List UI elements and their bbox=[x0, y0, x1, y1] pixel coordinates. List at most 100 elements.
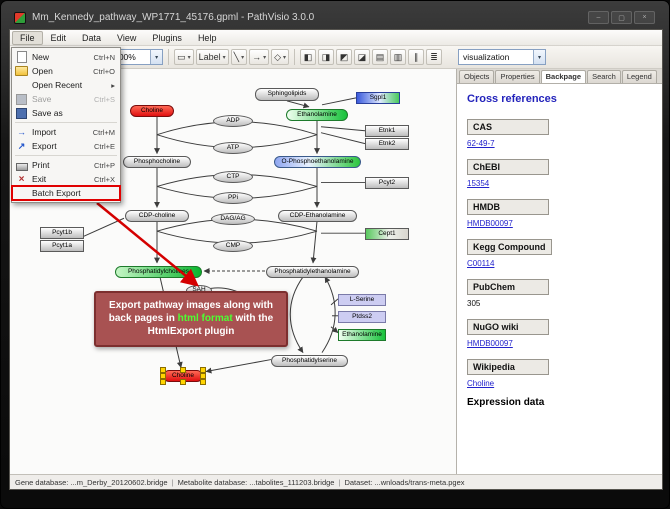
xref-value-link[interactable]: HMDB00097 bbox=[467, 339, 513, 348]
pathway-node-etnk1[interactable]: Etnk1 bbox=[365, 125, 409, 137]
tab-objects[interactable]: Objects bbox=[459, 70, 495, 83]
selection-handle[interactable] bbox=[160, 373, 166, 379]
close-button[interactable]: × bbox=[634, 11, 655, 24]
xref-value-link[interactable]: Choline bbox=[467, 379, 495, 388]
title-bar[interactable]: Mm_Kennedy_pathway_WP1771_45176.gpml - P… bbox=[9, 6, 663, 29]
tab-properties[interactable]: Properties bbox=[495, 70, 540, 83]
distribute-vertical-button[interactable]: ≣ bbox=[426, 49, 443, 65]
pathway-node-cmp[interactable]: CMP bbox=[213, 240, 253, 252]
menu-item-shortcut: Ctrl+S bbox=[93, 94, 115, 104]
pathway-node-phosphatidylethanolamine[interactable]: Phosphatidylethanolamine bbox=[266, 266, 359, 278]
menu-item-open-recent[interactable]: Open Recent▸ bbox=[12, 78, 120, 92]
shape-tool[interactable]: ◇▾ bbox=[271, 49, 290, 65]
pathway-node-phosphocholine[interactable]: Phosphocholine bbox=[123, 156, 191, 168]
menu-help[interactable]: Help bbox=[197, 32, 217, 43]
tab-legend[interactable]: Legend bbox=[621, 70, 657, 83]
xref-value-link[interactable]: C00114 bbox=[467, 259, 495, 268]
menu-item-batch-export[interactable]: Batch Export bbox=[11, 185, 121, 201]
pathway-node-cdp-ethanolamine[interactable]: CDP-Ethanolamine bbox=[278, 210, 357, 222]
zoom-dropdown-icon[interactable]: ▾ bbox=[150, 50, 163, 64]
status-segment: Dataset: ...wnloads/trans-meta.pgex bbox=[344, 477, 465, 487]
xref-value-link[interactable]: HMDB00097 bbox=[467, 219, 513, 228]
menu-file[interactable]: File bbox=[12, 30, 43, 45]
align-right-button[interactable]: ◨ bbox=[318, 49, 335, 65]
pathway-node-ppi[interactable]: PPi bbox=[213, 192, 253, 204]
selection-handle[interactable] bbox=[160, 379, 166, 385]
pathway-edge bbox=[205, 359, 272, 374]
selection-handle[interactable] bbox=[180, 379, 186, 385]
match-width-button[interactable]: ▤ bbox=[372, 49, 389, 65]
pathway-node-adp[interactable]: ADP bbox=[213, 115, 253, 127]
xref-value-link[interactable]: 62-49-7 bbox=[467, 139, 495, 148]
visualization-combo[interactable]: visualization ▾ bbox=[458, 49, 546, 65]
menu-item-label: Open bbox=[32, 66, 53, 76]
pathway-node-pcyt1b[interactable]: Pcyt1b bbox=[40, 227, 84, 239]
pathway-node-phosphatidylserine[interactable]: Phosphatidylserine bbox=[271, 355, 348, 367]
status-separator: | bbox=[338, 477, 341, 487]
pathway-node-ethanolamine[interactable]: Ethanolamine bbox=[286, 109, 348, 121]
selection-handle[interactable] bbox=[200, 379, 206, 385]
menu-item-shortcut: Ctrl+X bbox=[93, 174, 115, 184]
pathway-edge bbox=[289, 276, 304, 354]
pathway-node-ptdss2[interactable]: Ptdss2 bbox=[338, 311, 386, 323]
menu-edit[interactable]: Edit bbox=[50, 32, 67, 43]
dropdown-caret-icon: ▾ bbox=[263, 54, 267, 61]
pathway-node-etnk2[interactable]: Etnk2 bbox=[365, 138, 409, 150]
align-top-button[interactable]: ◩ bbox=[336, 49, 353, 65]
xref-value-link[interactable]: 15354 bbox=[467, 179, 490, 188]
pathway-node-sphingolipids[interactable]: Sphingolipids bbox=[255, 88, 319, 101]
export-arrow-icon bbox=[15, 140, 28, 152]
pathway-node-ethanolamine[interactable]: Ethanolamine bbox=[338, 329, 386, 341]
menu-data[interactable]: Data bbox=[82, 32, 102, 43]
line-tool[interactable]: ╲▾ bbox=[230, 49, 248, 65]
xref-source-name: Kegg Compound bbox=[467, 239, 552, 255]
pathway-node-pcyt2[interactable]: Pcyt2 bbox=[365, 177, 409, 189]
selection-handle[interactable] bbox=[200, 373, 206, 379]
pathway-node-dag-ag[interactable]: DAG/AG bbox=[211, 213, 255, 225]
annotation-highlight: html format bbox=[177, 313, 233, 325]
pathway-node-cdp-choline[interactable]: CDP-choline bbox=[125, 210, 189, 222]
pathway-node-cept1[interactable]: Cept1 bbox=[365, 228, 409, 240]
visualization-dropdown-icon[interactable]: ▾ bbox=[533, 50, 545, 64]
maximize-button[interactable]: ▢ bbox=[611, 11, 632, 24]
minimize-button[interactable]: – bbox=[588, 11, 609, 24]
pathway-node-sgpl1[interactable]: Sgpl1 bbox=[356, 92, 400, 104]
pathway-edge bbox=[83, 217, 125, 237]
menu-plugins[interactable]: Plugins bbox=[152, 32, 182, 43]
label-tool[interactable]: Label▾ bbox=[195, 49, 229, 65]
align-left-button[interactable]: ◧ bbox=[300, 49, 317, 65]
pathway-node-pcyt1a[interactable]: Pcyt1a bbox=[40, 240, 84, 252]
tab-backpage[interactable]: Backpage bbox=[540, 70, 587, 83]
zoom-combo[interactable]: 100% ▾ bbox=[109, 49, 164, 65]
menu-view[interactable]: View bbox=[117, 32, 137, 43]
gene-product-tool[interactable]: ▭▾ bbox=[174, 49, 194, 65]
pathway-node-l-serine[interactable]: L-Serine bbox=[338, 294, 386, 306]
pathway-node-phosphatidylcholines[interactable]: Phosphatidylcholines bbox=[115, 266, 202, 278]
distribute-horizontal-button[interactable]: ∥ bbox=[408, 49, 425, 65]
pathway-node-choline[interactable]: Choline bbox=[130, 105, 174, 117]
import-arrow-icon bbox=[15, 126, 28, 138]
pathway-node-ctp[interactable]: CTP bbox=[213, 171, 253, 183]
pathway-node-o-phosphoethanolamine[interactable]: O-Phosphoethanolamine bbox=[274, 156, 361, 168]
pathway-node-atp[interactable]: ATP bbox=[213, 142, 253, 154]
align-bottom-button[interactable]: ◪ bbox=[354, 49, 371, 65]
tab-search[interactable]: Search bbox=[587, 70, 621, 83]
selection-handle[interactable] bbox=[200, 367, 206, 373]
match-height-button[interactable]: ▥ bbox=[390, 49, 407, 65]
pathway-edge bbox=[320, 132, 366, 145]
selection-handle[interactable] bbox=[180, 367, 186, 373]
menu-item-save-as[interactable]: Save as bbox=[12, 106, 120, 120]
arrow-tool[interactable]: →▾ bbox=[249, 49, 270, 65]
menu-bar: File Edit Data View Plugins Help bbox=[10, 30, 662, 46]
annotation-callout: Export pathway images along with back pa… bbox=[94, 291, 288, 347]
